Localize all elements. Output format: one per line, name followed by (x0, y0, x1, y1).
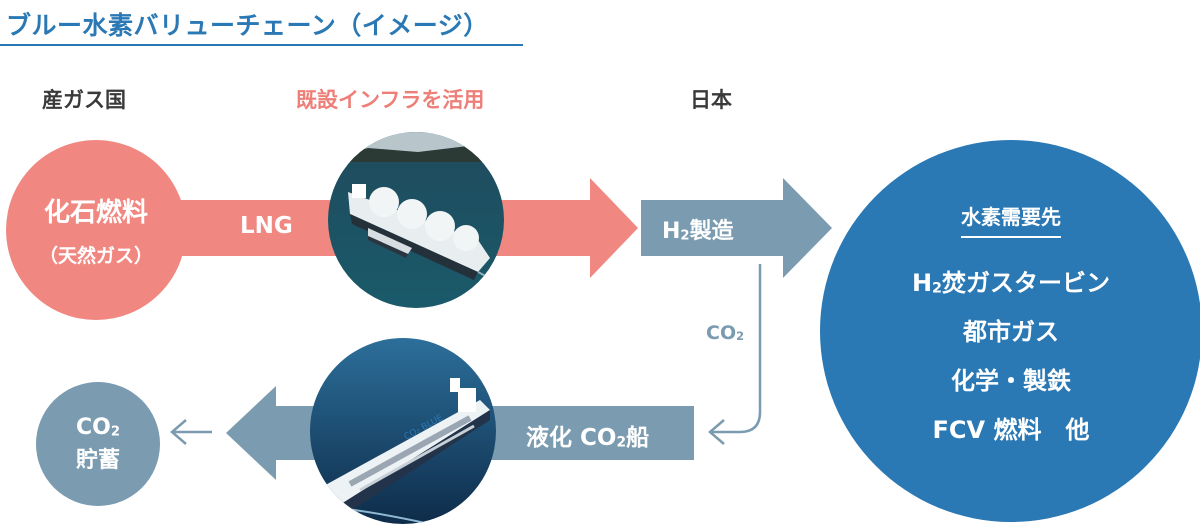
storage-arrowhead (170, 419, 187, 445)
column-label-japan: 日本 (690, 88, 732, 112)
h2-production-suffix: 製造 (689, 219, 734, 244)
column-label-infrastructure: 既設インフラを活用 (296, 88, 485, 112)
demand-item-city-gas: 都市ガス (963, 317, 1059, 346)
co2-storage-line2: 貯蓄 (75, 447, 120, 473)
lng-label: LNG (240, 213, 293, 239)
h2-production-arrow (641, 178, 832, 278)
liquid-co2-sub: 2 (616, 434, 627, 451)
h2-production-prefix: H (662, 219, 681, 244)
h2-production-sub: 2 (680, 228, 690, 244)
liquid-co2-ship-label: 液化 CO2船 (526, 418, 649, 452)
demand-heading: 水素需要先 (961, 201, 1061, 238)
hydrogen-demand-circle: 水素需要先 H2焚ガスタービン 都市ガス 化学・製鉄 FCV 燃料 他 (820, 140, 1200, 522)
natural-gas-label: （天然ガス） (38, 245, 153, 267)
co2-return-label: CO2 (706, 322, 744, 344)
co2-storage-prefix: CO (75, 414, 111, 440)
demand-item-fcv: FCV 燃料 他 (932, 415, 1090, 444)
lng-carrier-photo (328, 132, 504, 308)
demand-item-turbine: H2焚ガスタービン (912, 263, 1110, 298)
fossil-fuel-label: 化石燃料 (43, 198, 148, 228)
co2-storage-line1: CO2 (76, 415, 120, 440)
demand-item-turbine-sub: 2 (932, 279, 943, 296)
demand-item-chemical: 化学・製鉄 (951, 366, 1071, 395)
title-underline (0, 44, 523, 46)
demand-item-turbine-prefix: H (911, 268, 933, 297)
co2-return-line (712, 264, 762, 434)
co2-storage-circle: CO2 貯蓄 (36, 382, 160, 506)
h2-production-label: H2製造 (662, 213, 734, 245)
liquid-co2-suffix: 船 (626, 425, 650, 451)
co2-storage-sub: 2 (110, 423, 121, 439)
column-label-producer: 産ガス国 (42, 88, 126, 112)
co2-return-prefix: CO (706, 322, 737, 344)
demand-item-turbine-suffix: 焚ガスタービン (942, 268, 1111, 297)
co2-carrier-photo: CO₂ BLUE (310, 338, 496, 524)
fossil-fuel-circle: 化石燃料 （天然ガス） (6, 140, 186, 320)
co2-return-sub: 2 (736, 329, 745, 344)
liquid-co2-prefix: 液化 CO (526, 425, 617, 451)
co2-return-arrowhead (708, 419, 725, 445)
page-title: ブルー水素バリューチェーン（イメージ） (6, 11, 489, 40)
